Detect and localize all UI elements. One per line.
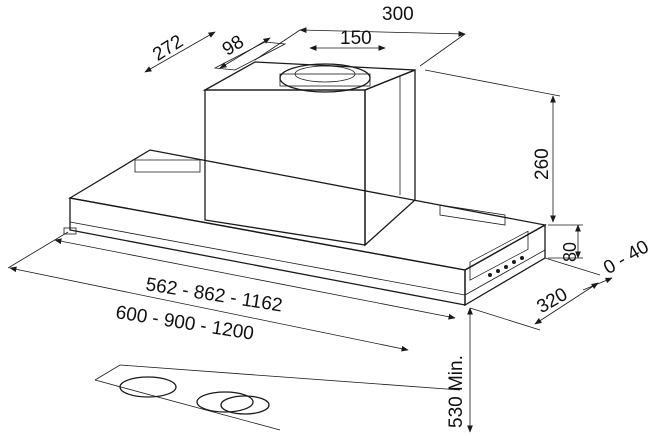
dim-0-40: 0 - 40 [600,237,653,279]
dim-320: 320 [533,284,571,318]
hood-body [63,149,547,307]
chimney [202,41,416,247]
dim-300: 300 [382,4,414,25]
dim-530-min: 530 Min. [446,355,467,428]
dim-98: 98 [219,31,248,60]
hob [94,364,461,431]
dimension-labels: 272 98 300 150 260 80 0 - 40 320 562 - 8… [114,4,652,428]
dim-150: 150 [340,28,372,49]
dim-260: 260 [532,148,553,180]
dim-80: 80 [560,242,580,262]
dimension-lines [7,27,613,433]
dim-272: 272 [149,31,187,66]
